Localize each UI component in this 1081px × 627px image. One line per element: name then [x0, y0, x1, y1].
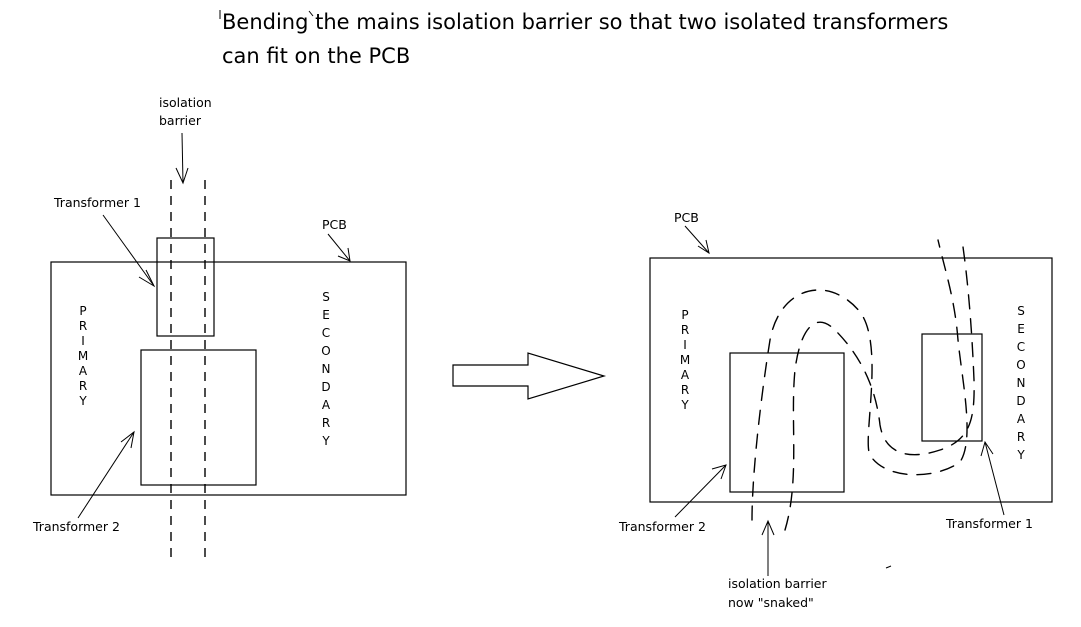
vertical-label-letter: Y: [321, 434, 330, 448]
vertical-label-letter: N: [322, 362, 331, 376]
vertical-label-letter: O: [321, 344, 330, 358]
vertical-label-letter: E: [1017, 322, 1025, 336]
vertical-label-letter: Y: [78, 394, 87, 408]
transformer-2-label: Transformer 2: [32, 519, 120, 534]
pcb-label: PCB: [322, 217, 347, 232]
snaked-barrier-label: isolation barrier: [728, 576, 827, 591]
pointer-arrow-icon: [674, 464, 727, 518]
pointer-arrow-icon: [77, 430, 135, 519]
transformer-1-label: Transformer 1: [53, 195, 141, 210]
vertical-label-letter: R: [1017, 430, 1025, 444]
pcb-label: PCB: [674, 210, 699, 225]
vertical-label-letter: S: [322, 290, 330, 304]
title-line-2: can fit on the PCB: [222, 44, 410, 68]
vertical-label-letter: M: [680, 353, 690, 367]
snaked-barrier-inner: [784, 239, 975, 531]
transformer-2: [729, 352, 845, 493]
transformer-1-label: Transformer 1: [945, 516, 1033, 531]
pcb-board: [50, 261, 407, 496]
vertical-label-letter: R: [79, 379, 87, 393]
pointer-arrow-icon: [980, 440, 1005, 516]
vertical-label-letter: Y: [680, 398, 689, 412]
vertical-label-letter: A: [1017, 412, 1026, 426]
vertical-label-letter: A: [79, 364, 88, 378]
vertical-label-letter: P: [79, 304, 86, 318]
vertical-label-letter: D: [321, 380, 330, 394]
pointer-arrow-icon: [761, 519, 775, 576]
diagram-title: Bending the mains isolation barrier so t…: [219, 10, 948, 68]
vertical-label-letter: C: [322, 326, 330, 340]
stray-mark: [308, 10, 314, 17]
left-diagram: isolation barrier Transformer 1 PCB Tran…: [32, 95, 407, 562]
vertical-label-letter: Y: [1016, 448, 1025, 462]
pointer-arrow-icon: [327, 233, 351, 262]
vertical-label-letter: A: [322, 398, 331, 412]
vertical-label-letter: R: [79, 319, 87, 333]
pcb-board: [649, 257, 1053, 503]
isolation-barrier-label: isolation: [159, 95, 212, 110]
transformer-2-label: Transformer 2: [618, 519, 706, 534]
transformer-2: [140, 349, 257, 486]
right-diagram: PCB Transformer 2 Transformer 1 isolatio…: [618, 210, 1053, 610]
vertical-label-letter: C: [1017, 340, 1025, 354]
snaked-barrier-outer: [751, 239, 968, 521]
vertical-label-letter: P: [681, 308, 688, 322]
vertical-label-letter: R: [681, 383, 689, 397]
pointer-arrow-icon: [684, 225, 710, 255]
right-arrow-icon: [452, 352, 607, 400]
title-line-1: Bending the mains isolation barrier so t…: [222, 10, 948, 34]
pointer-arrow-icon: [175, 132, 189, 185]
vertical-label-letter: I: [683, 338, 687, 352]
vertical-label-letter: I: [81, 334, 85, 348]
vertical-label-letter: O: [1016, 358, 1025, 372]
vertical-label-letter: M: [78, 349, 88, 363]
stray-mark: [885, 565, 892, 569]
transformer-1: [921, 333, 983, 442]
vertical-label-letter: A: [681, 368, 690, 382]
vertical-label-letter: R: [322, 416, 330, 430]
vertical-label-letter: R: [681, 323, 689, 337]
vertical-label-letter: E: [322, 308, 330, 322]
vertical-label-letter: N: [1017, 376, 1026, 390]
pointer-arrow-icon: [102, 214, 156, 288]
vertical-label-letter: D: [1016, 394, 1025, 408]
transformer-1: [156, 237, 215, 337]
vertical-label-letter: S: [1017, 304, 1025, 318]
isolation-barrier-label: barrier: [159, 113, 202, 128]
snaked-barrier-label: now "snaked": [728, 595, 814, 610]
